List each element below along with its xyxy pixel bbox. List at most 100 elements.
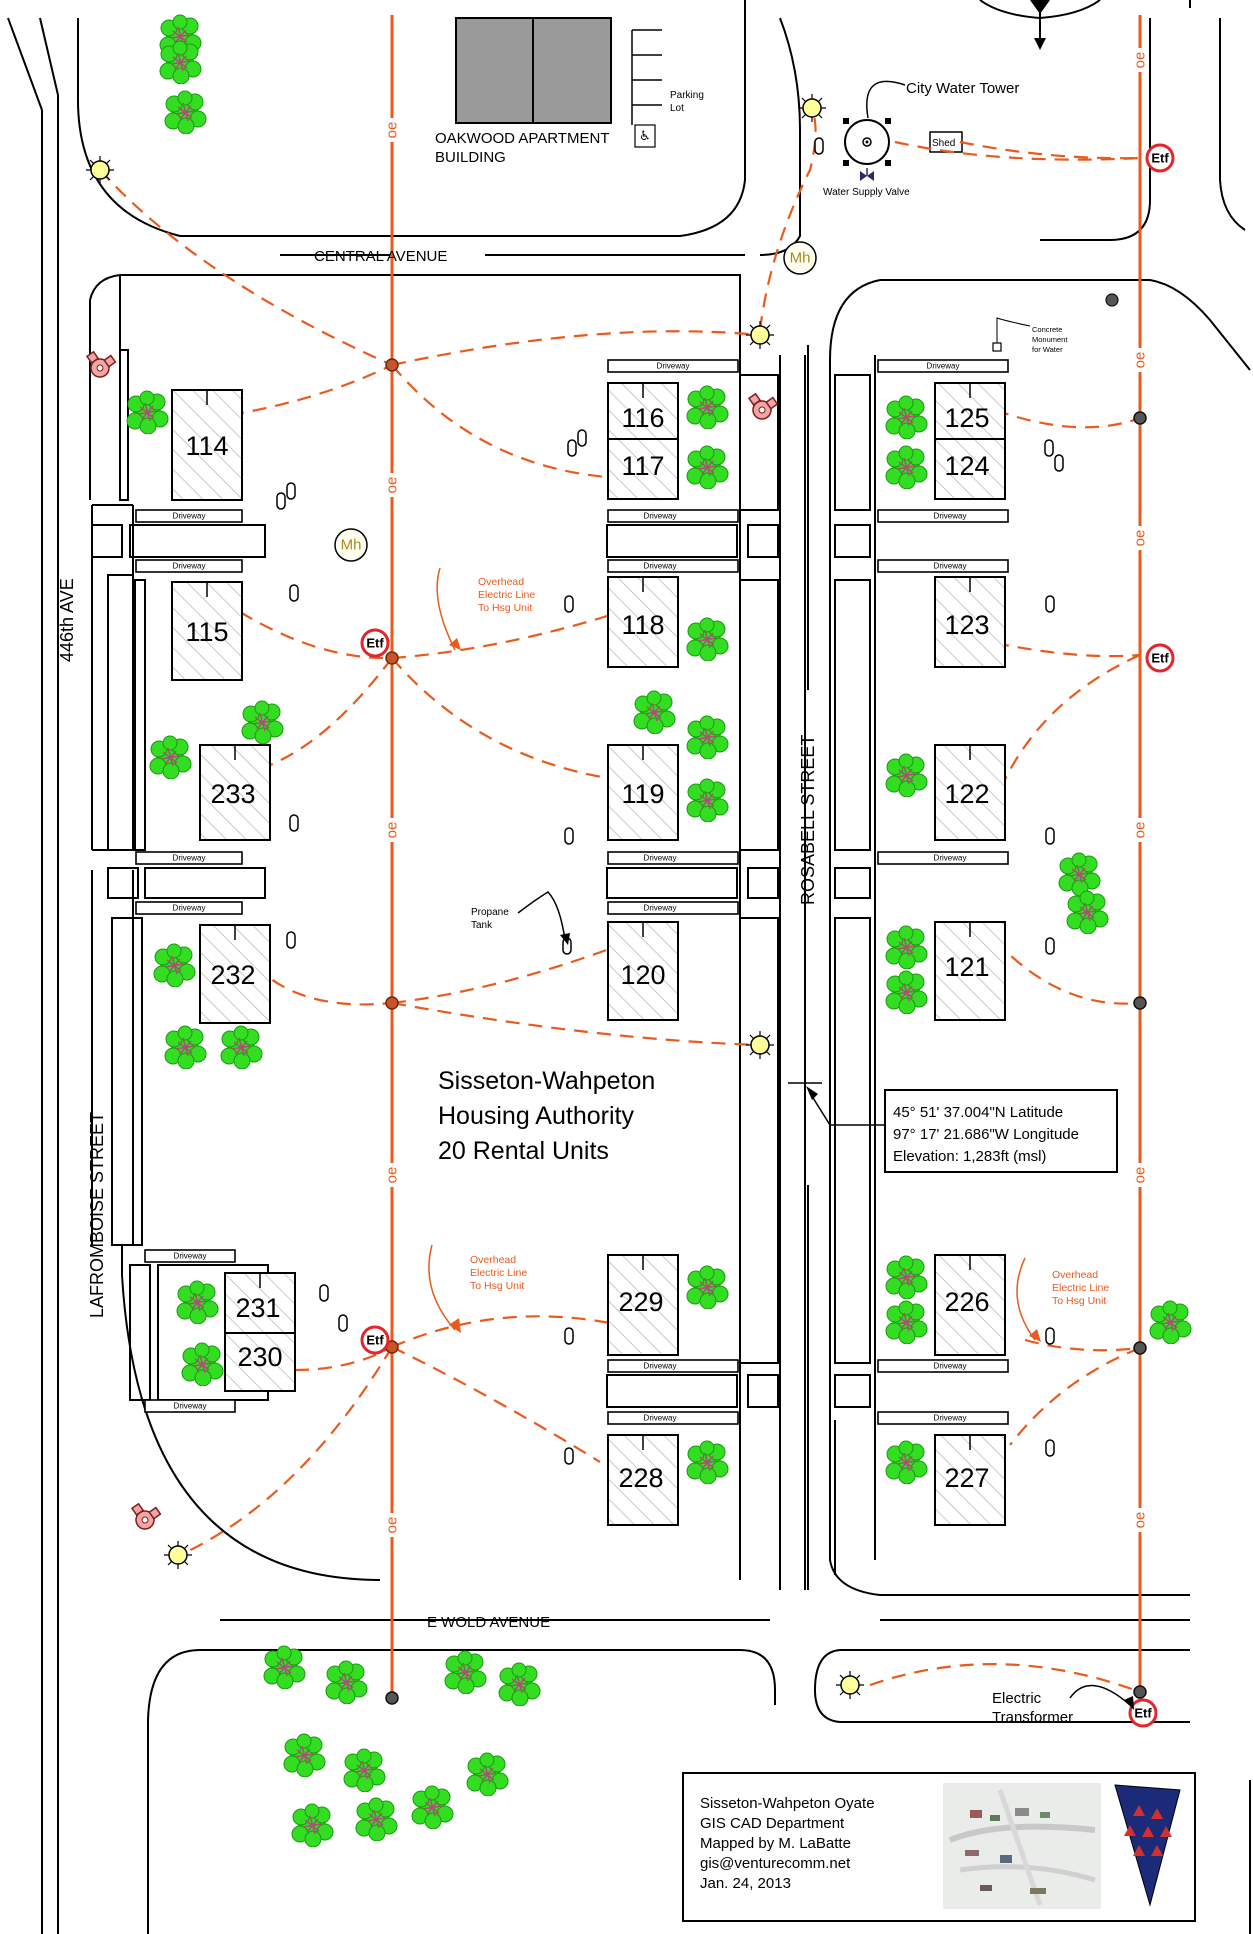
unit-231[interactable]: 231 [224, 1272, 296, 1334]
svg-text:228: 228 [618, 1463, 663, 1493]
fire-hydrants [85, 350, 779, 1530]
unit-229[interactable]: 229 [607, 1254, 679, 1356]
svg-text:Overhead: Overhead [1052, 1269, 1098, 1281]
parking-label-1: Parking [670, 90, 704, 101]
svg-text:oe: oe [1132, 52, 1149, 69]
svg-text:Etf: Etf [366, 1333, 384, 1348]
svg-text:Driveway: Driveway [173, 854, 206, 863]
oakwood-apartments: ♿ OAKWOOD APARTMENT BUILDING Parking Lot [435, 17, 704, 166]
driveways: Driveway Driveway Driveway Driveway Driv… [135, 359, 1009, 1425]
unit-228[interactable]: 228 [607, 1434, 679, 1526]
svg-text:117: 117 [621, 451, 664, 481]
oakwood-label-1: OAKWOOD APARTMENT [435, 130, 609, 147]
svg-text:Electric: Electric [992, 1690, 1042, 1707]
svg-text:Electric Line: Electric Line [1052, 1282, 1109, 1294]
svg-text:oe: oe [1132, 352, 1149, 369]
housing-units: 114 115 116 117 118 119 120 121 122 123 … [171, 382, 1006, 1526]
unit-118[interactable]: 118 [607, 576, 679, 668]
e-wold-avenue-label: E WOLD AVENUE [427, 1614, 550, 1631]
svg-text:Driveway: Driveway [174, 1402, 207, 1411]
oe-labels: oe oe oe oe oe oe oe oe oe oe oe [383, 48, 1149, 1537]
unit-114[interactable]: 114 [171, 389, 243, 501]
svg-text:Driveway: Driveway [934, 562, 967, 571]
svg-text:123: 123 [944, 610, 989, 640]
unit-122[interactable]: 122 [934, 744, 1006, 841]
svg-text:GIS CAD Department: GIS CAD Department [700, 1815, 845, 1832]
svg-text:for Water: for Water [1032, 345, 1063, 354]
svg-text:124: 124 [944, 451, 989, 481]
parking-label-2: Lot [670, 103, 684, 114]
svg-text:233: 233 [210, 779, 255, 809]
svg-text:45° 51' 37.004"N Latitude: 45° 51' 37.004"N Latitude [893, 1104, 1063, 1121]
svg-text:To Hsg Unit: To Hsg Unit [1052, 1295, 1106, 1307]
accessible-parking-icon: ♿ [639, 128, 651, 143]
svg-text:Driveway: Driveway [927, 362, 960, 371]
svg-text:Etf: Etf [1151, 151, 1169, 166]
svg-text:Electric Line: Electric Line [478, 589, 535, 601]
svg-text:Overhead: Overhead [478, 576, 524, 588]
svg-text:97° 17' 21.686"W Longitude: 97° 17' 21.686"W Longitude [893, 1126, 1079, 1143]
unit-117[interactable]: 117 [607, 438, 679, 500]
svg-text:Sisseton-Wahpeton Oyate: Sisseton-Wahpeton Oyate [700, 1795, 875, 1812]
crosshair-icon [788, 1066, 822, 1100]
valve-icon [860, 168, 874, 181]
svg-text:Driveway: Driveway [934, 1362, 967, 1371]
svg-text:Driveway: Driveway [644, 1362, 677, 1371]
svg-text:oe: oe [1132, 1167, 1149, 1184]
propane-tanks [276, 137, 1064, 1465]
svg-text:Driveway: Driveway [644, 854, 677, 863]
svg-text:Driveway: Driveway [934, 854, 967, 863]
svg-text:227: 227 [944, 1463, 989, 1493]
svg-text:Driveway: Driveway [934, 1414, 967, 1423]
title-line-2: Housing Authority [438, 1102, 634, 1130]
svg-text:116: 116 [621, 403, 664, 433]
svg-text:Driveway: Driveway [644, 904, 677, 913]
street-lamps [86, 94, 864, 1699]
svg-text:Concrete: Concrete [1032, 325, 1062, 334]
446th-ave-label: 446th AVE [57, 578, 77, 662]
svg-text:Driveway: Driveway [644, 512, 677, 521]
svg-text:Etf: Etf [366, 636, 384, 651]
svg-text:Driveway: Driveway [934, 512, 967, 521]
unit-124[interactable]: 124 [934, 438, 1006, 500]
unit-226[interactable]: 226 [934, 1254, 1006, 1356]
manholes: Mh Mh [334, 241, 817, 562]
svg-text:122: 122 [944, 779, 989, 809]
svg-text:Mh: Mh [790, 250, 811, 267]
tribal-logo-icon [1114, 1784, 1181, 1907]
unit-125[interactable]: 125 [934, 382, 1006, 440]
unit-119[interactable]: 119 [607, 744, 679, 841]
svg-text:oe: oe [1132, 1512, 1149, 1529]
svg-text:gis@venturecomm.net: gis@venturecomm.net [700, 1855, 851, 1872]
svg-text:oe: oe [384, 477, 401, 494]
unit-121[interactable]: 121 [934, 921, 1006, 1021]
etf-markers: Etf Etf Etf Etf Etf [360, 143, 1175, 1728]
svg-text:115: 115 [185, 617, 228, 647]
water-tower-area: City Water Tower Water Supply Valve Shed… [823, 0, 1119, 354]
coordinate-box: 45° 51' 37.004"N Latitude 97° 17' 21.686… [788, 1066, 1118, 1173]
svg-text:Driveway: Driveway [173, 562, 206, 571]
lot-dividers [91, 349, 871, 1575]
svg-text:226: 226 [944, 1287, 989, 1317]
map-title: Sisseton-Wahpeton Housing Authority 20 R… [438, 1067, 655, 1165]
unit-227[interactable]: 227 [934, 1434, 1006, 1526]
svg-text:120: 120 [620, 960, 665, 990]
unit-232[interactable]: 232 [199, 924, 271, 1024]
svg-text:231: 231 [235, 1293, 280, 1323]
power-poles [385, 358, 1147, 1705]
svg-text:Driveway: Driveway [173, 904, 206, 913]
unit-230[interactable]: 230 [224, 1332, 296, 1392]
svg-text:oe: oe [384, 122, 401, 139]
unit-116[interactable]: 116 [607, 382, 679, 440]
title-line-1: Sisseton-Wahpeton [438, 1067, 655, 1095]
svg-text:Monument: Monument [1032, 335, 1068, 344]
unit-233[interactable]: 233 [199, 744, 271, 841]
unit-120[interactable]: 120 [607, 921, 679, 1021]
title-line-3: 20 Rental Units [438, 1137, 609, 1165]
oakwood-label-2: BUILDING [435, 149, 506, 166]
svg-text:oe: oe [384, 1517, 401, 1534]
unit-123[interactable]: 123 [934, 576, 1006, 668]
svg-text:232: 232 [210, 960, 255, 990]
unit-115[interactable]: 115 [171, 581, 243, 681]
